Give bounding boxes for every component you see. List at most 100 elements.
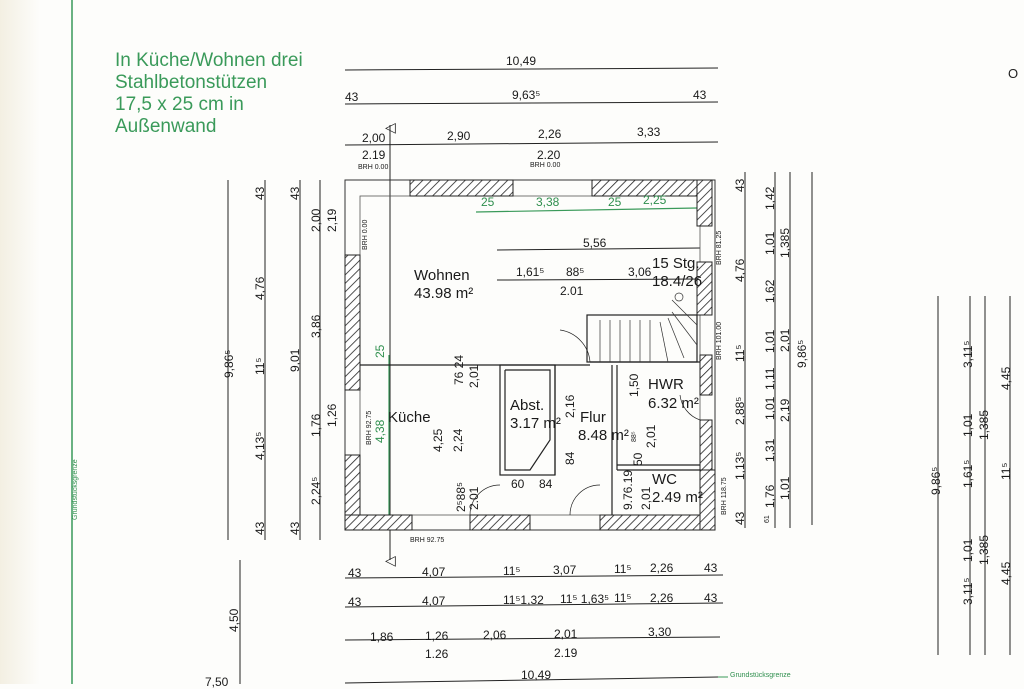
dim-label: 3,30: [648, 625, 672, 639]
dim-label: 2,01: [644, 424, 658, 448]
boundary-label-label: Grundstücksgrenze: [72, 459, 79, 520]
binder-hole-icon: O: [1008, 66, 1018, 81]
dim-label: 25: [373, 344, 387, 358]
room-name-label: Küche: [388, 409, 431, 426]
annotation-note: In Küche/Wohnen drei Stahlbetonstützen 1…: [115, 50, 303, 138]
dim-label: 3,07: [553, 563, 577, 577]
exterior-walls: [344, 179, 716, 531]
dim-label: 4,38: [373, 419, 387, 443]
dim-label: 2,01: [639, 486, 653, 510]
dim-label: 2,00: [362, 131, 386, 145]
dim-label: 4,13⁵: [253, 431, 267, 460]
dim-label: 2,19: [778, 398, 792, 422]
dim-label: 3,38: [536, 195, 560, 209]
dim-label: 11⁵ 1,63⁵: [560, 592, 610, 606]
dim-label: 43: [288, 186, 302, 200]
dim-label: 1,385: [977, 409, 991, 440]
section-marker-bottom-icon: ◁: [385, 552, 396, 568]
dim-label: 1,26: [325, 403, 339, 427]
room-area-label: 6.32 m²: [648, 395, 699, 412]
dim-label: 2,88⁵: [733, 396, 747, 425]
dim-label: 2,26: [650, 561, 674, 575]
dim-label: 76 24: [452, 354, 466, 385]
dim-label: 3,06: [628, 265, 652, 279]
dim-label: 25: [481, 195, 495, 209]
brh-label: BRH 81.25: [716, 230, 723, 265]
dim-label: 2,24⁵: [309, 476, 323, 505]
boundary-label-label: Grundstücksgrenze: [730, 672, 791, 679]
dim-label: 2⁵88⁵: [454, 482, 468, 512]
dim-label: 25: [608, 195, 622, 209]
brh-label: BRH 0.00: [362, 219, 369, 250]
dim-label: 43: [253, 521, 267, 535]
dim-label: 2.01: [560, 284, 584, 298]
dim-label: 43: [348, 566, 362, 580]
brh-label: BRH 101.00: [716, 321, 723, 360]
dim-label: 2.01: [467, 486, 481, 510]
dim-label: 9,63⁵: [512, 88, 541, 102]
dim-label: 2,00: [309, 208, 323, 232]
note-line: In Küche/Wohnen drei: [115, 50, 303, 71]
dim-label: 11⁵: [614, 562, 632, 576]
dim-label: 1,26: [425, 629, 449, 643]
dim-label: 60: [511, 477, 525, 491]
dim-label: 43: [288, 521, 302, 535]
section-marker-top-icon: ◁: [385, 119, 396, 135]
brh-label: BRH 0.00: [530, 162, 561, 169]
dim-label: 2.19: [362, 148, 386, 162]
dim-label: 1,13⁵: [733, 451, 747, 480]
dim-label: 5,56: [583, 236, 607, 250]
dim-label: 9,86⁵: [795, 339, 809, 368]
dim-label: 43: [348, 595, 362, 609]
scan-paper-edge: [0, 0, 40, 684]
dim-label: 3,11⁵: [961, 340, 975, 368]
dim-label: 1,76: [763, 484, 777, 508]
dim-label: 1,62: [763, 279, 777, 303]
brh-label: BRH 92.75: [410, 537, 445, 544]
dim-label: 43: [345, 90, 359, 104]
dim-label: 3,11⁵: [961, 577, 975, 605]
dim-label: 4,50: [227, 608, 241, 632]
dim-label: 1.26: [425, 647, 449, 661]
dim-label: 1,42: [763, 186, 777, 210]
dim-label: 3,33: [637, 125, 661, 139]
room-name-label: Flur: [580, 409, 606, 426]
room-name-label: Abst.: [510, 397, 545, 414]
dim-label: 10,49: [521, 668, 552, 682]
dim-label: 4,07: [422, 594, 446, 608]
dim-label: 11⁵1,32: [503, 593, 544, 607]
note-line: Außenwand: [115, 116, 217, 137]
room-area-label: 2.49 m²: [652, 489, 703, 506]
brh-label: BRH 92.75: [366, 410, 373, 445]
stairs-label-label: 15 Stg.: [652, 255, 700, 272]
dim-label: 43: [704, 591, 718, 605]
brh-label: BRH 0.00: [358, 164, 389, 171]
dim-label: 88⁵: [566, 265, 585, 279]
dim-label: 2.20: [537, 148, 561, 162]
dim-label: 7,50: [205, 675, 229, 689]
dim-label: 2,26: [650, 591, 674, 605]
dim-label: 10,49: [506, 54, 537, 68]
dim-label: 1,01: [763, 396, 777, 420]
room-area-label: 3.17 m²: [510, 415, 561, 432]
dim-label: 1,31: [763, 438, 777, 462]
dim-label: 84: [539, 477, 553, 491]
dim-label: 43: [693, 88, 707, 102]
dim-label: 1,385: [778, 227, 792, 258]
dim-label: 43: [733, 511, 747, 525]
room-name-label: HWR: [648, 376, 684, 393]
stairs-ratio-label: 18.4/26: [652, 273, 703, 290]
dim-label: 2.19: [554, 646, 578, 660]
room-name-label: WC: [652, 471, 677, 488]
brh-label: BRH 118.75: [721, 477, 728, 515]
dim-label: 1,385: [977, 534, 991, 565]
dim-label: 9.76.19: [621, 469, 635, 510]
dim-label: 11⁵: [999, 462, 1013, 480]
dim-label: 2,01: [467, 364, 481, 388]
note-line: 17,5 x 25 cm in: [115, 94, 244, 115]
dim-label: 4,76: [253, 276, 267, 300]
dim-label: 43: [253, 186, 267, 200]
interior-walls: [360, 314, 701, 516]
dim-label: 2,01: [778, 328, 792, 352]
